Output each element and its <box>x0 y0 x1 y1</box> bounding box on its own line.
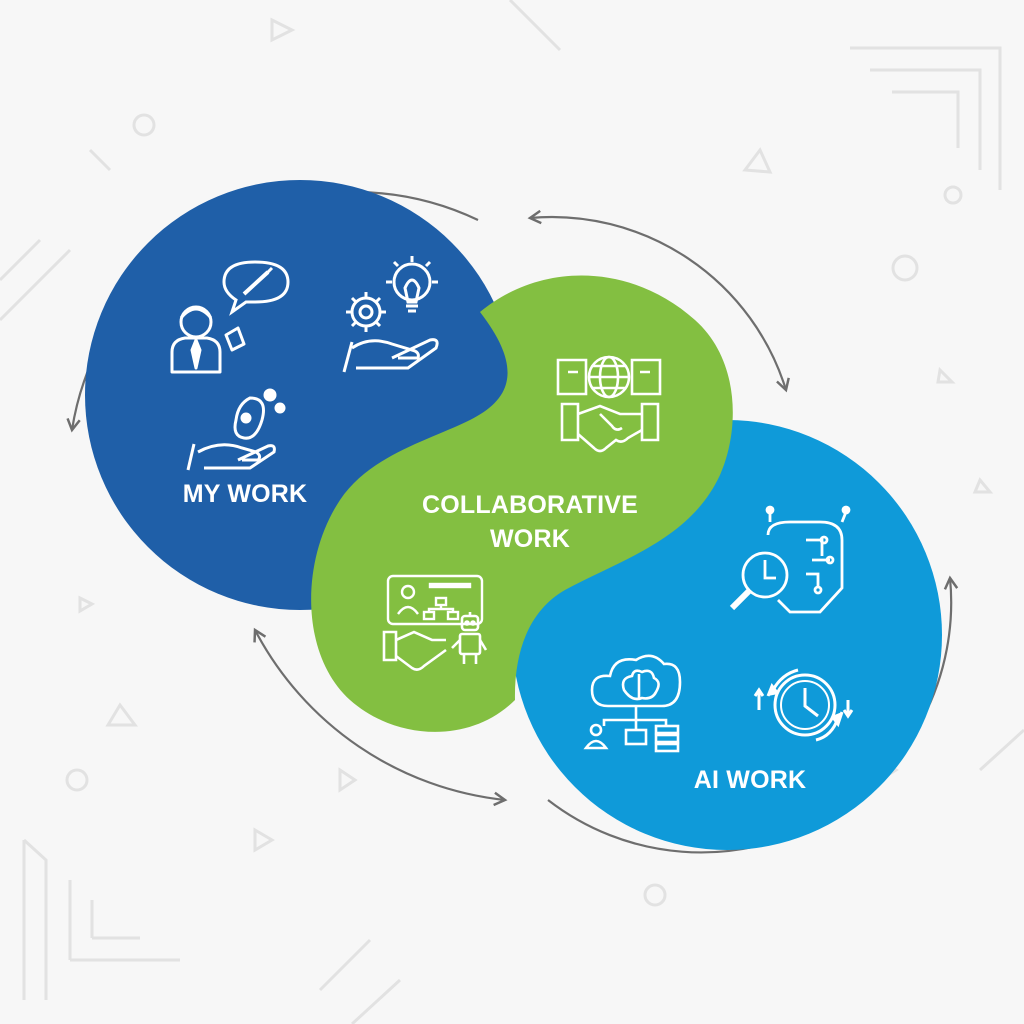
collaborative-work-shape <box>311 275 733 732</box>
gear-lightbulb-hand-icon <box>342 256 439 373</box>
clock-cycle-icon <box>753 668 854 742</box>
human-robot-handshake-icon <box>382 612 488 671</box>
globe-handshake-icon <box>556 355 662 399</box>
hand-holding-palette-icon <box>186 388 286 471</box>
my-work-label: MY WORK <box>182 480 308 508</box>
speech-bubble-paintbrush-icon <box>222 260 290 316</box>
businessman-icon <box>170 305 246 374</box>
arc-arrow-bottom-left <box>253 627 508 807</box>
collaborative-work-label-line1: COLLABORATIVE <box>421 491 638 519</box>
ai-work-label: AI WORK <box>693 766 807 794</box>
collaborative-work-label-line2: WORK <box>490 525 570 553</box>
cloud-brain-network-icon <box>583 654 682 753</box>
video-call-org-chart-icon <box>386 574 484 626</box>
collaborative-work-label: COLLABORATIVE WORK <box>400 488 660 556</box>
arc-arrow-top-right <box>527 209 790 393</box>
handshake-icon <box>560 402 660 453</box>
robot-head-magnifier-icon <box>729 505 851 614</box>
